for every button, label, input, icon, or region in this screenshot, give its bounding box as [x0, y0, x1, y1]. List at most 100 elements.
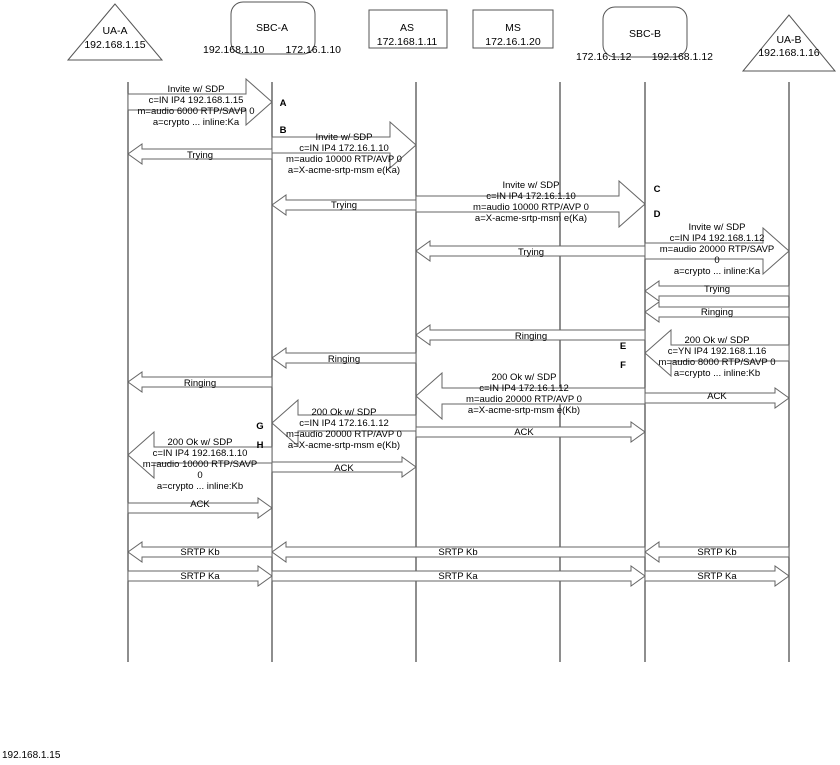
message-arrow [271, 456, 417, 478]
message-label-line: 200 Ok w/ SDP [312, 407, 377, 418]
message-label-line: a=X-acme-srtp-msm e(Ka) [288, 165, 400, 176]
message-arrow [271, 565, 646, 587]
message-label-line: m=audio 10000 RTP/AVP 0 [473, 202, 589, 213]
node-name: SBC-A [256, 22, 288, 34]
node-name: AS [400, 22, 414, 34]
node-ip-left: 192.168.1.10 [203, 44, 264, 56]
message-arrow [644, 565, 790, 587]
message-label-line: Trying [704, 284, 730, 295]
message-label-line: m=audio 20000 RTP/AVP 0 [286, 429, 402, 440]
message-label-line: 0 [714, 255, 719, 266]
node-name: UA-A [102, 25, 127, 37]
message-label-line: Ringing [328, 354, 360, 365]
message-arrow [415, 240, 646, 262]
message-arrow [644, 280, 790, 302]
message-label-line: Invite w/ SDP [502, 180, 559, 191]
message-arrow [415, 421, 646, 443]
message-label-line: m=audio 10000 RTP/SAVP [143, 459, 258, 470]
message-label-line: 200 Ok w/ SDP [685, 335, 750, 346]
message-arrow [271, 120, 417, 170]
node-box-shape [472, 9, 554, 49]
message-arrow [415, 371, 646, 421]
lifelines [127, 82, 790, 662]
message-label-line: c=IN IP4 192.168.1.10 [153, 448, 248, 459]
node-name: SBC-B [629, 28, 661, 40]
step-marker-d: D [654, 209, 661, 220]
step-marker-c: C [654, 184, 661, 195]
message-arrow [127, 430, 273, 480]
message-label-line: ACK [707, 391, 727, 402]
message-label-line: a=X-acme-srtp-msm e(Ka) [475, 213, 587, 224]
message-label-line: Invite w/ SDP [167, 84, 224, 95]
node-name: UA-B [776, 34, 801, 46]
node-ip: 192.168.1.16 [758, 47, 819, 59]
message-arrow [644, 387, 790, 409]
node-name: MS [505, 22, 521, 34]
message-label-line: c=IN IP4 192.168.1.12 [670, 233, 765, 244]
message-label-line: m=audio 10000 RTP/AVP 0 [286, 154, 402, 165]
message-label-line: Trying [187, 150, 213, 161]
message-label-line: Trying [331, 200, 357, 211]
message-26: SRTP Ka [644, 565, 790, 587]
node-box-shape [602, 6, 688, 58]
message-label-line: a=crypto ... inline:Ka [153, 117, 240, 128]
message-label-line: Ringing [701, 307, 733, 318]
message-arrow [271, 347, 417, 369]
message-arrow [127, 77, 273, 127]
message-8: Trying [644, 280, 790, 302]
message-13: Ringing [127, 371, 273, 393]
message-label-line: ACK [190, 499, 210, 510]
node-ua-a: UA-A 192.168.1.15 [66, 3, 164, 61]
message-label-line: SRTP Ka [697, 571, 737, 582]
message-label-line: a=crypto ... inline:Kb [674, 368, 760, 379]
message-arrow [644, 541, 790, 563]
message-label-line: SRTP Kb [438, 547, 477, 558]
message-5: Trying [271, 194, 417, 216]
message-10: Ringing [415, 324, 646, 346]
message-label-line: Invite w/ SDP [688, 222, 745, 233]
message-label-line: c=IN IP4 192.168.1.15 [149, 95, 244, 106]
message-label-line: a=crypto ... inline:Kb [157, 481, 243, 492]
message-25: SRTP Ka [271, 565, 646, 587]
message-label-line: 200 Ok w/ SDP [168, 437, 233, 448]
message-9: Ringing [644, 301, 790, 323]
node-ip: 172.16.1.20 [485, 36, 541, 48]
message-24: SRTP Ka [127, 565, 273, 587]
message-label-line: 200 Ok w/ SDP [492, 372, 557, 383]
message-label-line: a=X-acme-srtp-msm e(Kb) [288, 440, 400, 451]
node-ip-right: 172.16.1.10 [286, 44, 342, 56]
message-label-line: ACK [334, 463, 354, 474]
message-label-line: c=IN IP4 172.16.1.12 [299, 418, 389, 429]
message-label-line: Trying [518, 247, 544, 258]
step-marker-g: G [256, 421, 263, 432]
message-arrow [271, 194, 417, 216]
node-ip-right: 192.168.1.12 [652, 51, 713, 63]
footer-ip-text: 192.168.1.15 [2, 750, 61, 761]
node-box-shape [368, 9, 448, 49]
message-label-line: Invite w/ SDP [315, 132, 372, 143]
message-label-line: a=X-acme-srtp-msm e(Kb) [468, 405, 580, 416]
message-label-line: c=IN IP4 172.16.1.12 [479, 383, 569, 394]
message-label-line: m=audio 8000 RTP/SAVP 0 [659, 357, 776, 368]
node-ms: MS 172.16.1.20 [472, 9, 554, 49]
message-label-line: a=crypto ... inline:Ka [674, 266, 761, 277]
message-label-line: m=audio 20000 RTP/SAVP [660, 244, 775, 255]
node-ip: 192.168.1.15 [84, 39, 145, 51]
message-arrow [644, 301, 790, 323]
node-triangle-shape [66, 3, 164, 61]
message-label-line: 0 [197, 470, 202, 481]
node-triangle-shape [741, 14, 837, 72]
step-marker-h: H [257, 440, 264, 451]
message-label-line: SRTP Ka [180, 571, 220, 582]
message-arrow [415, 179, 646, 229]
message-23: SRTP Kb [127, 541, 273, 563]
message-19: ACK [271, 456, 417, 478]
